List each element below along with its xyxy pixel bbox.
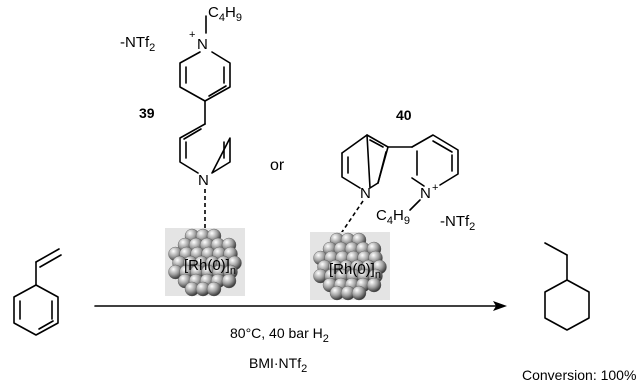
compound-label-39: 39 xyxy=(139,105,155,121)
reaction-arrow xyxy=(94,301,507,311)
plus-charge-39: + xyxy=(189,29,195,41)
ethylcyclohexane xyxy=(544,242,590,331)
styrene xyxy=(13,248,62,336)
or-text: or xyxy=(270,157,285,174)
pyridine-n-39: N xyxy=(198,172,209,189)
left-pyridine-ring xyxy=(341,134,389,189)
compound-40: 40 N N + C4H9 -NTf2 xyxy=(339,107,475,236)
plus-charge-40: + xyxy=(432,182,438,194)
compound-39: -NTf2 N + C4H9 39 N xyxy=(120,4,242,228)
cyclohexane-ring xyxy=(544,279,590,331)
compound-label-40: 40 xyxy=(396,107,412,123)
svg-text:-NTf2: -NTf2 xyxy=(120,34,155,54)
pyridinium-n-39: N xyxy=(197,36,208,53)
reaction-conditions-temp-pressure: 80°C, 40 bar H2 xyxy=(230,325,329,345)
counter-ion-40: -NTf2 xyxy=(440,213,475,233)
rh-nanoparticle-left: [Rh(0)]n xyxy=(165,228,245,297)
metal-atom-sphere xyxy=(221,273,237,289)
metal-atom-sphere xyxy=(206,281,222,297)
rh-nanoparticle-right: [Rh(0)]n xyxy=(310,232,390,301)
upper-pyridine-ring xyxy=(179,51,231,102)
metal-atom-sphere xyxy=(351,285,367,301)
reaction-solvent: BMI·NTf2 xyxy=(249,355,307,375)
benzene-ring-styrene xyxy=(13,284,59,336)
butyl-group-40: C4H9 xyxy=(376,207,410,227)
butyl-group-39: C4H9 xyxy=(208,4,242,24)
right-pyridinium-ring xyxy=(411,134,459,187)
lower-pyridine-ring xyxy=(179,123,231,174)
nanoparticle-spheres xyxy=(168,228,242,297)
metal-atom-sphere xyxy=(366,277,382,293)
pyridinium-n-40: N xyxy=(420,185,431,202)
svg-text:[Rh(0)]n: [Rh(0)]n xyxy=(329,261,381,281)
svg-text:[Rh(0)]n: [Rh(0)]n xyxy=(184,257,236,277)
pyridine-n-40: N xyxy=(360,185,371,202)
nanoparticle-spheres xyxy=(313,232,387,301)
conversion-text: Conversion: 100% xyxy=(522,367,636,383)
